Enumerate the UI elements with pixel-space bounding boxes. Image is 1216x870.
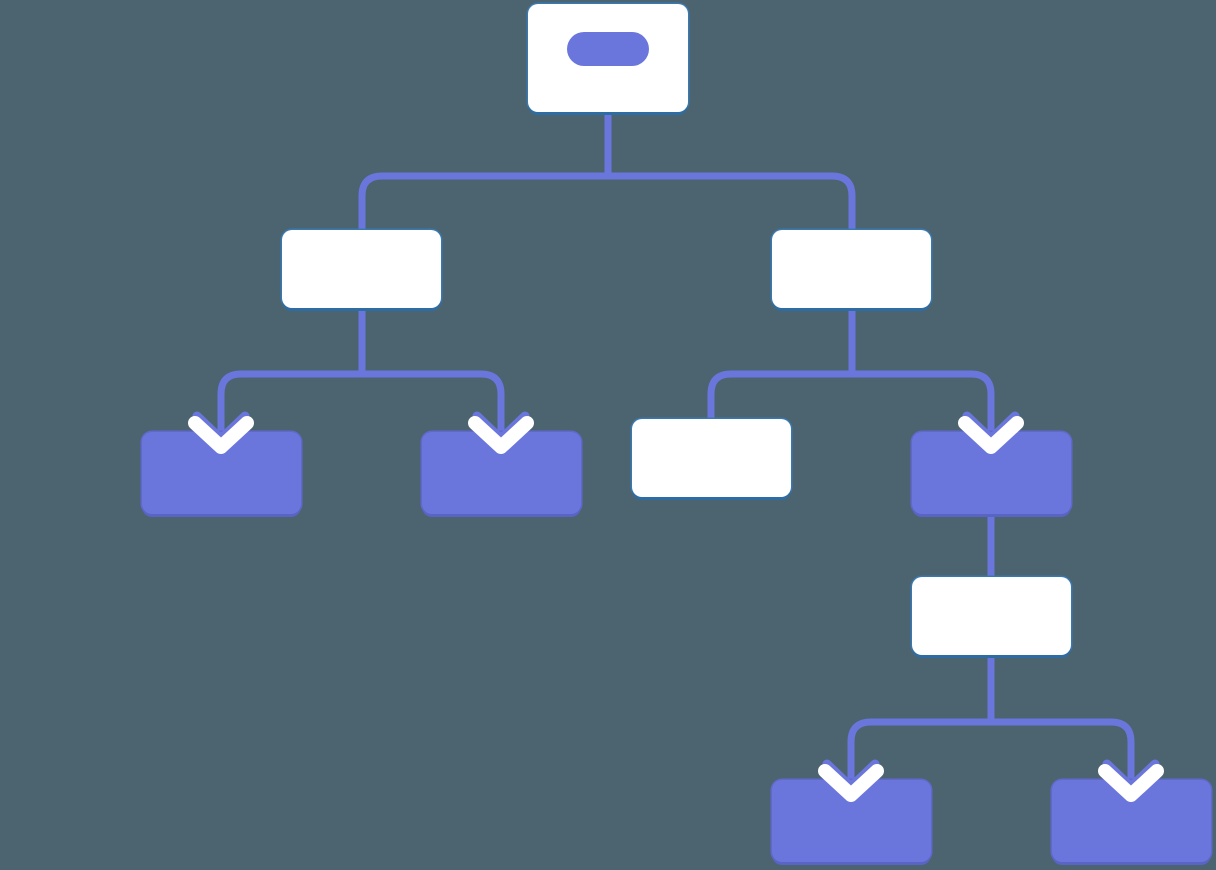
node-n4[interactable] xyxy=(142,432,301,514)
node-n3[interactable] xyxy=(772,230,931,308)
node-n8[interactable] xyxy=(912,577,1071,655)
node-n7[interactable] xyxy=(912,432,1071,514)
node-n10[interactable] xyxy=(1052,780,1211,862)
node-n6[interactable] xyxy=(632,419,791,497)
node-n2[interactable] xyxy=(282,230,441,308)
node-n9[interactable] xyxy=(772,780,931,862)
node-n1-pill xyxy=(567,32,649,66)
node-n5[interactable] xyxy=(422,432,581,514)
node-n1[interactable] xyxy=(528,4,688,112)
